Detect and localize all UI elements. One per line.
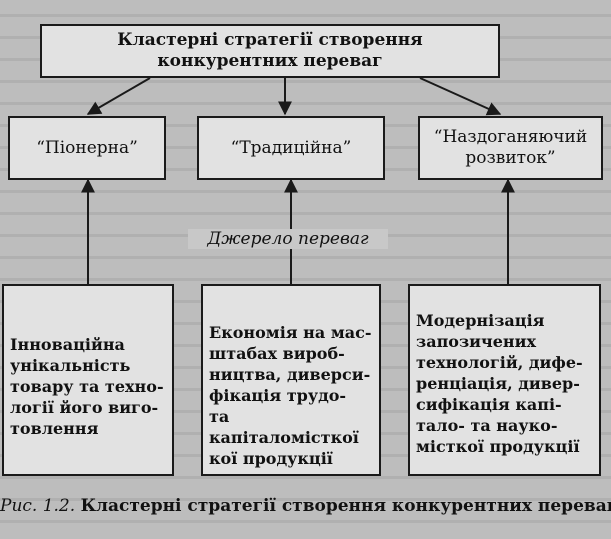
figure-caption: Рис. 1.2. Кластерні стратегії створення … bbox=[0, 496, 611, 516]
strategy-box-traditional: “Традиційна” bbox=[197, 116, 385, 180]
arrow-title-to-catchup bbox=[419, 77, 502, 116]
strategy-label-pioneer: “Піонерна” bbox=[36, 137, 138, 158]
figure-caption-number: Рис. 1.2. bbox=[0, 496, 76, 516]
arrow-title-to-pioneer bbox=[86, 77, 151, 115]
source-box-economies-of-scale: Економія на мас- штабах вироб- ництва, д… bbox=[201, 284, 381, 476]
strategy-box-pioneer: “Піонерна” bbox=[8, 116, 166, 180]
figure-caption-title: Кластерні стратегії створення конкурентн… bbox=[80, 496, 611, 516]
source-box-modernization: Модернізація запозичених технологій, диф… bbox=[408, 284, 601, 476]
strategy-label-traditional: “Традиційна” bbox=[230, 137, 352, 158]
diagram-title-box: Кластерні стратегії створення конкурентн… bbox=[40, 24, 500, 78]
strategy-label-catchup: “Наздоганяючий розвиток” bbox=[433, 127, 588, 168]
strategy-box-catchup: “Наздоганяючий розвиток” bbox=[418, 116, 603, 180]
diagram-title: Кластерні стратегії створення конкурентн… bbox=[117, 30, 423, 71]
source-of-advantage-label: Джерело переваг bbox=[188, 229, 388, 249]
source-box-innovation: Інноваційна унікальність товару та техно… bbox=[2, 284, 174, 476]
